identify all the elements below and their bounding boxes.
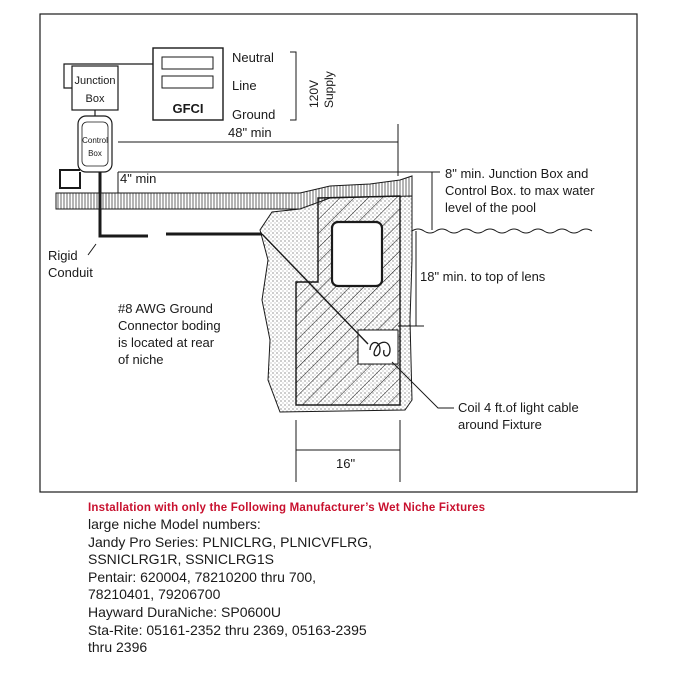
wire-ground-label: Ground — [232, 107, 275, 122]
junction-box-label-2: Box — [86, 93, 105, 105]
dim-16-label: 16" — [336, 456, 355, 471]
dim-8-label-3: level of the pool — [445, 200, 536, 215]
ground-connector-label-3: is located at rear — [118, 335, 215, 350]
rigid-conduit-label-2: Conduit — [48, 265, 93, 280]
note-line: 78210401, 79206700 — [88, 586, 221, 603]
junction-box-label-1: Junction — [75, 75, 116, 87]
ground-connector-label-1: #8 AWG Ground — [118, 301, 213, 316]
installation-notes: Installation with only the Following Man… — [88, 502, 668, 657]
ground-connector-label-4: of niche — [118, 352, 164, 367]
gfci-to-junction-wire — [63, 63, 153, 89]
conduit-to-control — [59, 169, 81, 189]
light-niche — [330, 220, 384, 288]
control-box-label-1: Control — [82, 136, 108, 145]
rigid-conduit-label-1: Rigid — [48, 248, 78, 263]
dim-4-label: 4" min — [120, 171, 156, 186]
control-box-inner — [81, 121, 109, 167]
coil-symbol — [369, 341, 391, 357]
wire-line-label: Line — [232, 78, 257, 93]
ground-connector-label-2: Connector boding — [118, 318, 221, 333]
gfci-label: GFCI — [172, 101, 203, 116]
rigid-conduit-leader — [87, 243, 97, 256]
dim-8-label-1: 8" min. Junction Box and — [445, 166, 588, 181]
control-box-label-2: Box — [88, 149, 102, 158]
note-line: large niche Model numbers: — [88, 516, 261, 532]
coil-label-2: around Fixture — [458, 417, 542, 432]
light-cable — [261, 233, 369, 345]
water-line — [411, 228, 593, 234]
fixture — [357, 329, 399, 365]
dim-8-label-2: Control Box. to max water — [445, 183, 595, 198]
conduit-vertical — [98, 172, 148, 238]
dim-18-label: 18" min. to top of lens — [420, 269, 546, 284]
diagram-frame — [39, 13, 638, 493]
note-line: thru 2396 — [88, 639, 148, 656]
note-line: SSNICLRG1R, SSNICLRG1S — [88, 551, 274, 568]
coil-leader — [391, 361, 454, 409]
wire-neutral-label: Neutral — [232, 50, 274, 65]
note-line: Hayward DuraNiche: SP0600U — [88, 603, 281, 620]
supply-label-1: 120V — [307, 80, 321, 108]
supply-label-2: Supply — [322, 71, 336, 108]
notes-title: Installation with only the Following Man… — [88, 502, 486, 514]
coil-label-1: Coil 4 ft.of light cable — [458, 400, 579, 415]
supply-bracket — [290, 51, 297, 121]
gfci-slot-2 — [161, 75, 214, 89]
dim-48-label: 48" min — [228, 125, 272, 140]
note-line: Sta-Rite: 05161-2352 thru 2369, 05163-23… — [88, 621, 367, 638]
note-line: Jandy Pro Series: PLNICLRG, PLNICVFLRG, — [88, 533, 372, 550]
note-line: Pentair: 620004, 78210200 thru 700, — [88, 568, 317, 585]
gfci-slot-1 — [161, 56, 214, 70]
